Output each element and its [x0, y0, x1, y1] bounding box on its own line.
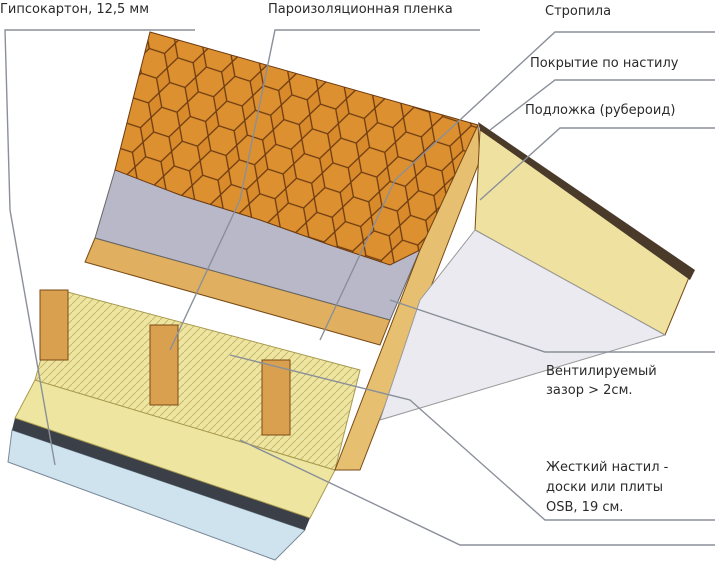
leader-lines — [4, 29, 715, 546]
rafter-end — [261, 359, 291, 436]
vapor-film-layer — [12, 418, 310, 530]
label-underlay: Подложка (рубероид) — [525, 103, 676, 118]
rafter-end — [149, 324, 179, 406]
rafter-end — [39, 289, 69, 361]
label-vent-gap: Вентилируемый зазор > 2см. — [546, 362, 657, 400]
label-deck-line2: доски или плиты — [546, 480, 663, 495]
label-vent-gap-line1: Вентилируемый — [546, 364, 657, 379]
label-drywall: Гипсокартон, 12,5 мм — [0, 2, 150, 17]
gable-interior — [379, 229, 667, 421]
roof-edge-covering — [478, 122, 695, 280]
label-deck-line3: OSB, 19 см. — [546, 500, 624, 515]
label-covering: Покрытие по настилу — [530, 56, 679, 71]
label-rafters: Стропила — [545, 4, 612, 19]
label-vapor-barrier: Пароизоляционная пленка — [268, 2, 453, 17]
label-deck-line1: Жесткий настил - — [546, 460, 669, 475]
label-deck: Жесткий настил - доски или плиты OSB, 19… — [546, 458, 668, 518]
label-vent-gap-line2: зазор > 2см. — [546, 383, 633, 398]
